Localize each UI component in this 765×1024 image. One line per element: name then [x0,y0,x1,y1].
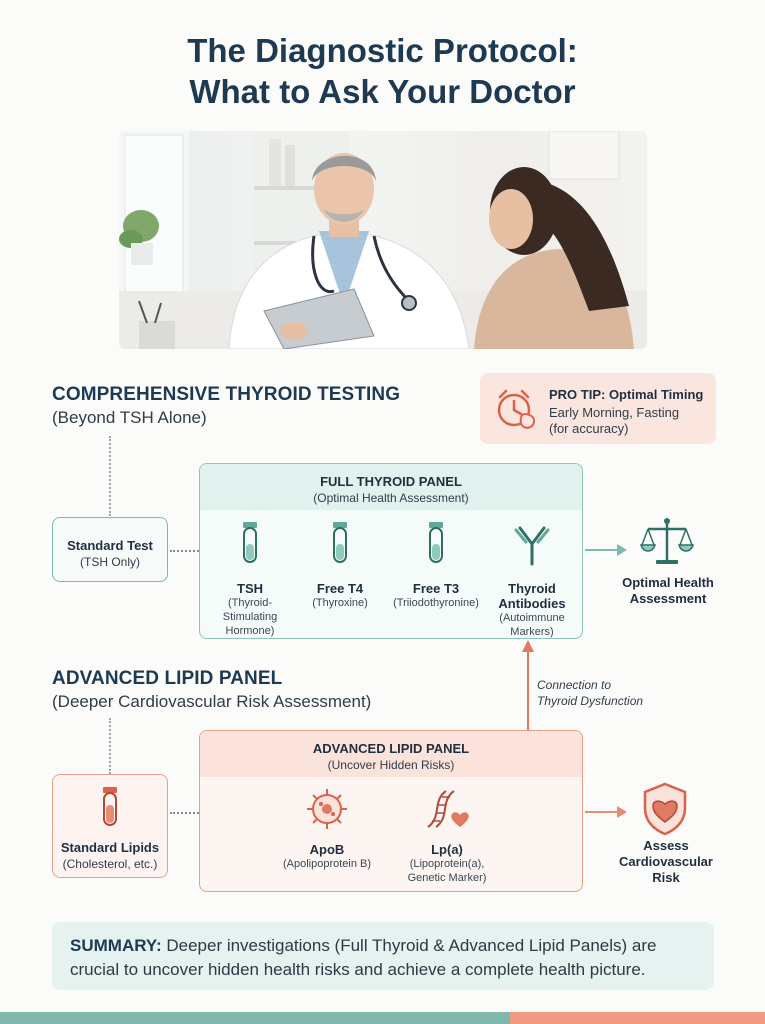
outcome-line-1: Assess [643,838,689,853]
connection-line-2: Thyroid Dysfunction [537,694,644,708]
lipoprotein-particle-icon [307,789,347,829]
title-line-1: The Diagnostic Protocol: [187,32,578,69]
standard-lipids-note: (Cholesterol, etc.) [62,857,158,871]
lipid-item-lpa: Lp(a) (Lipoprotein(a), Genetic Marker) [392,787,502,885]
full-thyroid-panel: FULL THYROID PANEL (Optimal Health Asses… [199,463,583,639]
item-name: Free T4 [316,581,364,596]
item-desc-1: (Apolipoprotein B) [282,858,372,870]
item-desc-3: Hormone) [225,625,275,637]
outcome-line-1: Optimal Health [622,575,714,590]
advanced-lipid-panel: ADVANCED LIPID PANEL (Uncover Hidden Ris… [199,730,583,892]
balance-scale-icon [640,518,694,564]
outcome-line-2: Cardiovascular [619,854,713,869]
summary-text: Deeper investigations (Full Thyroid & Ad… [70,936,657,979]
thyroid-item-antibodies: Thyroid Antibodies (Autoimmune Markers) [488,520,576,638]
thyroid-section-title: COMPREHENSIVE THYROID TESTING [52,384,401,405]
connector-dotted [170,812,199,814]
title-line-2: What to Ask Your Doctor [189,73,576,110]
item-name: TSH [237,581,263,596]
connector-dotted [170,550,199,552]
arrow-right-icon [585,806,627,818]
item-desc-2: Markers) [510,626,554,638]
heart-shield-icon [643,782,687,836]
lipid-section-subtitle: (Deeper Cardiovascular Risk Assessment) [52,692,372,711]
thyroid-section-subtitle: (Beyond TSH Alone) [52,408,207,427]
arrow-right-icon [585,544,627,556]
outcome-line-2: Assessment [629,591,707,606]
item-desc-2: Genetic Marker) [407,872,487,884]
standard-test-title: Standard Test [67,538,153,553]
item-desc-1: (Lipoprotein(a), [409,858,485,870]
dna-heart-icon [427,790,469,828]
footer-bar-teal [0,1012,510,1024]
connector-dotted [109,718,111,774]
panel-header: ADVANCED LIPID PANEL (Uncover Hidden Ris… [200,731,582,777]
standard-test-note: (TSH Only) [80,555,140,569]
item-name: Lp(a) [431,842,463,857]
test-tube-icon [429,522,443,563]
pro-tip-title: PRO TIP: Optimal Timing [549,387,704,402]
pro-tip-card: PRO TIP: Optimal Timing Early Morning, F… [480,373,716,444]
lipid-section-title: ADVANCED LIPID PANEL [52,668,283,689]
standard-lipids-box: Standard Lipids (Cholesterol, etc.) [52,774,168,878]
outcome-line-3: Risk [652,870,680,885]
lipid-outcome-label: Assess Cardiovascular Risk [612,838,720,886]
standard-test-box: Standard Test (TSH Only) [52,517,168,582]
summary-label: SUMMARY: [70,936,162,955]
item-name-line-1: Thyroid [508,581,556,596]
item-name: ApoB [309,842,345,857]
thyroid-outcome-label: Optimal Health Assessment [606,575,730,607]
item-desc-1: (Triiodothyronine) [393,597,479,609]
panel-subtitle: (Optimal Health Assessment) [313,491,469,505]
test-tube-icon [243,522,257,563]
summary-box: SUMMARY: Deeper investigations (Full Thy… [52,922,714,990]
page-title: The Diagnostic Protocol: What to Ask You… [0,30,765,112]
connection-label: Connection to Thyroid Dysfunction [537,677,643,709]
item-name-line-2: Antibodies [498,596,566,611]
connector-dotted [109,436,111,516]
panel-title: FULL THYROID PANEL [320,474,462,489]
item-desc-1: (Thyroid- [227,597,272,609]
standard-lipids-title: Standard Lipids [60,840,160,855]
item-desc-1: (Thyroxine) [312,597,368,609]
alarm-clock-icon [497,389,536,429]
thyroid-item-free-t3: Free T3 (Triiodothyronine) [388,520,484,610]
thyroid-item-free-t4: Free T4 (Thyroxine) [296,520,384,610]
test-tube-icon [333,522,347,563]
item-name: Free T3 [412,581,460,596]
pro-tip-line-1: Early Morning, Fasting [549,405,680,420]
pro-tip-line-2: (for accuracy) [549,421,629,436]
item-desc-1: (Autoimmune [499,612,565,624]
item-desc-2: Stimulating [222,611,278,623]
footer-bar-coral [510,1012,765,1024]
panel-title: ADVANCED LIPID PANEL [312,741,470,756]
doctor-consultation-photo [119,131,647,349]
panel-subtitle: (Uncover Hidden Risks) [327,758,455,772]
panel-header: FULL THYROID PANEL (Optimal Health Asses… [200,464,582,510]
lipid-item-apob: ApoB (Apolipoprotein B) [272,787,382,871]
antibody-icon [514,526,550,566]
thyroid-item-tsh: TSH (Thyroid- Stimulating Hormone) [206,520,294,638]
connection-line-1: Connection to [537,678,612,692]
blood-tube-icon [103,787,117,826]
